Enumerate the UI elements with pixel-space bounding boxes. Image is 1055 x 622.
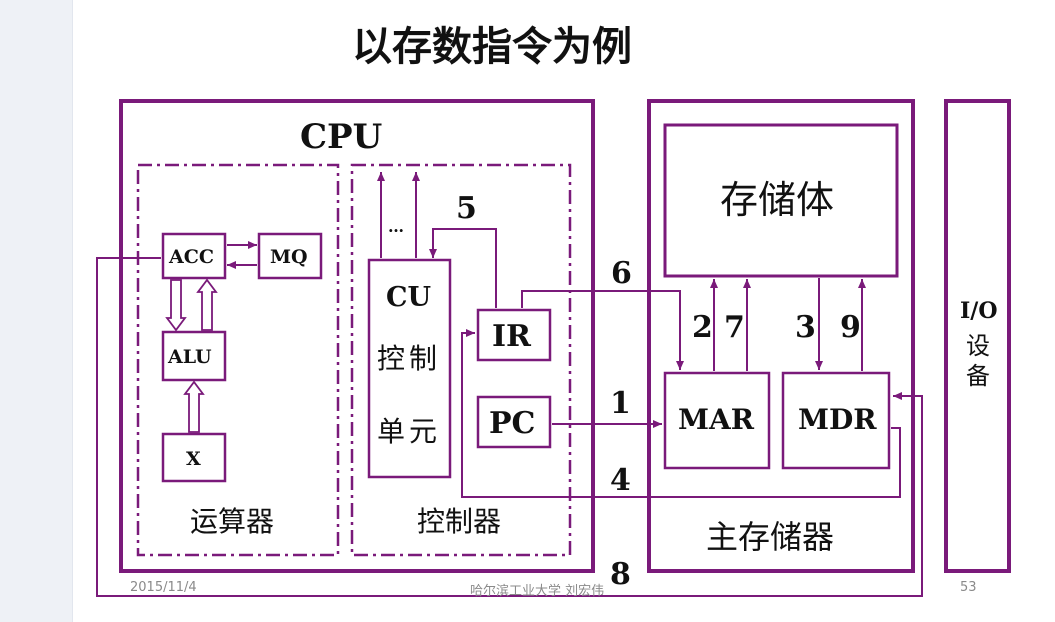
control-group-label: 控制器 [417, 505, 501, 538]
storage-body-label: 存储体 [720, 178, 834, 222]
io-frame [944, 99, 1011, 573]
step-number-1: 1 [610, 386, 631, 421]
cu-label-line2a: 控 [377, 342, 405, 375]
mq-label: MQ [270, 246, 308, 268]
cu-signals-ellipsis: … [388, 217, 404, 236]
step-number-8: 8 [610, 557, 631, 592]
footer-date: 2015/11/4 [130, 580, 197, 595]
acc-to-alu-hollow-arrow [165, 279, 187, 332]
alu-to-acc-hollow-arrow [196, 278, 218, 331]
main-memory-frame [647, 99, 915, 573]
mar-box [663, 371, 771, 470]
main-memory-label: 主存储器 [706, 518, 834, 556]
step-number-3: 3 [795, 310, 816, 345]
page-number: 53 [960, 580, 977, 595]
x-register-box [161, 432, 227, 483]
ir-box [476, 308, 552, 362]
cu-box [367, 258, 452, 479]
cu-label-line3a: 单 [377, 415, 405, 448]
slide-title: 以存数指令为例 [352, 24, 632, 70]
x-register-label: X [186, 448, 201, 470]
pc-label: PC [489, 406, 535, 441]
step-number-9: 9 [840, 310, 861, 345]
control-group-frame [350, 163, 572, 557]
mq-box [257, 232, 323, 280]
alu-box [161, 330, 227, 382]
acc-to-mdr-path-8 [96, 257, 923, 597]
step-number-6: 6 [611, 256, 632, 291]
io-label-line1: I/O [960, 298, 998, 324]
step-number-2: 2 [692, 310, 713, 345]
alu-group-frame [136, 163, 340, 557]
pc-box [476, 395, 552, 449]
alu-label: ALU [167, 346, 212, 368]
cu-label-line3b: 元 [409, 415, 437, 448]
sidebar-panel [0, 0, 73, 622]
step-number-4: 4 [610, 463, 631, 498]
mar-label: MAR [678, 403, 755, 436]
acc-label: ACC [168, 246, 214, 268]
ir-to-mar-path-6 [521, 290, 684, 370]
alu-group-label: 运算器 [190, 505, 274, 538]
io-label-line2: 设 [966, 332, 990, 360]
step-number-7: 7 [724, 310, 745, 345]
ir-to-cu-path-5 [429, 228, 497, 308]
acc-box [161, 232, 227, 280]
cu-label-line2b: 制 [409, 342, 437, 375]
mdr-box [781, 371, 891, 470]
cpu-frame [119, 99, 595, 573]
x-to-alu-hollow-arrow [183, 380, 205, 433]
storage-body-box [663, 123, 899, 278]
cpu-label: CPU [300, 117, 382, 157]
step-number-5: 5 [456, 191, 477, 226]
footer-author: 哈尔滨工业大学 刘宏伟 [470, 584, 605, 599]
cu-label-line1: CU [386, 282, 431, 313]
mdr-label: MDR [798, 403, 877, 436]
ir-label: IR [492, 319, 532, 354]
io-label-line3: 备 [966, 362, 990, 390]
mdr-to-ir-path-4 [461, 329, 901, 498]
